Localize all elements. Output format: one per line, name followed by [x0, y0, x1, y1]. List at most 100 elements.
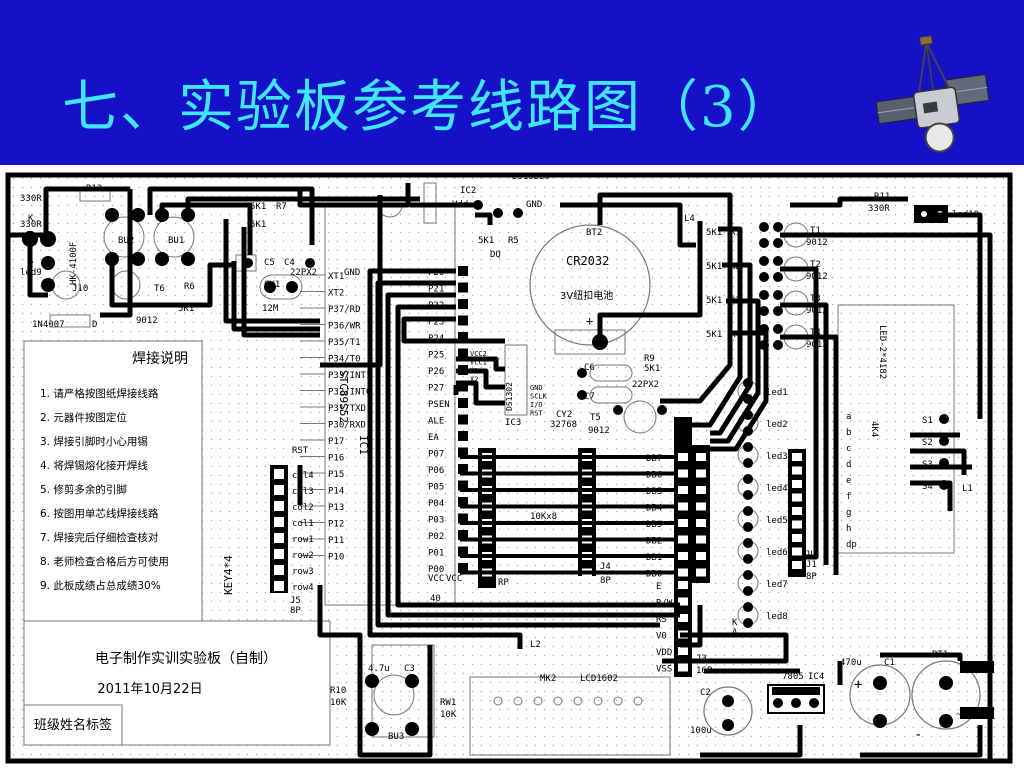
keypad-pin-pad	[274, 581, 284, 591]
transistor-pad	[759, 222, 769, 232]
c3-value: 4.7u	[368, 664, 390, 674]
display-segment-pad	[792, 547, 802, 556]
keypad-pin-label: row3	[292, 567, 314, 577]
transistor-pad	[773, 324, 783, 334]
digit-label: LED-2*4182	[877, 325, 887, 379]
bus-pad	[696, 486, 706, 494]
note-item: 7. 焊接完后仔细检查核对	[40, 531, 159, 544]
mcu-pin-label: P31/TXD	[328, 404, 366, 414]
display-segment-label: c	[846, 444, 851, 454]
mcu-pin-label: P27	[428, 384, 444, 394]
board-name: 电子制作实训实验板（自制）	[95, 651, 277, 667]
r8-value: 5K1	[250, 220, 266, 230]
led-label: led3	[766, 452, 788, 462]
bus-pad	[696, 535, 706, 544]
led-label: led1	[766, 388, 788, 398]
ds18b20-label: DS18B20	[512, 172, 550, 182]
mcu-pin-label: EA	[428, 433, 439, 443]
j10-label: J10	[72, 284, 88, 294]
note-item: 5. 修剪多余的引脚	[40, 483, 127, 496]
mcu-left-pins: XT1XT2P37/RDP36/WRP35/T1P34/T0P33/INT1P3…	[300, 272, 371, 563]
mcu-part: STC89S52	[337, 370, 350, 423]
mcu-pin-label: P05	[428, 483, 444, 493]
pcb-schematic: 焊接说明 1. 请严格按图纸焊接线路 2. 元器件按图定位 3. 焊接引脚时小心…	[0, 165, 1024, 768]
note-item: 6. 按图用单芯线焊接线路	[40, 507, 159, 520]
ds1302-pin-label: GND	[530, 384, 543, 392]
mcu-pin-pad	[458, 480, 468, 491]
r6-label: R6	[184, 282, 195, 292]
display-segment-pad	[792, 493, 802, 502]
display-segment-pad	[792, 466, 802, 475]
note-item: 8. 老师检查合格后方可使用	[40, 555, 169, 568]
led-pad	[743, 474, 753, 484]
mcu-pin-pad	[458, 464, 468, 474]
lcd-name: LCD1602	[580, 674, 618, 684]
c7-label: C7	[584, 392, 595, 402]
mcu-pin-label: PSEN	[428, 400, 450, 410]
mcu-pin-label: P34/T0	[328, 355, 361, 365]
led-label: led7	[766, 580, 788, 590]
r7-label: R7	[276, 202, 287, 212]
display-digit-pin-label: S2	[922, 438, 933, 448]
r5-label: R5	[508, 236, 519, 246]
mcu-pin-pad	[458, 431, 468, 441]
display-segment-pad	[792, 520, 802, 529]
c2-label: C2	[700, 688, 711, 698]
r5-value: 5K1	[478, 236, 494, 246]
display-segment-pad	[792, 561, 802, 569]
c1-label: C1	[884, 658, 895, 668]
ds1302-pin-label: VCC1	[470, 359, 487, 367]
mcu-pin-pad	[458, 381, 468, 392]
ic2-label: IC2	[460, 186, 476, 196]
bus-lines	[460, 455, 676, 575]
ds1302-pin-label: X2	[470, 376, 478, 384]
lcd-pin-pad	[678, 614, 688, 622]
bus-pad	[696, 469, 706, 478]
mcu-pin-label: P00	[428, 565, 444, 575]
minus-sign: -	[914, 727, 922, 743]
display-segment-pad	[792, 507, 802, 515]
mcu-pin-label: P11	[328, 536, 344, 546]
label-box: 电子制作实训实验板（自制） 2011年10月22日 班级姓名标签	[23, 620, 331, 746]
r10-value: 10K	[330, 698, 347, 708]
mcu-pin-pad	[458, 266, 468, 276]
display-segment-pad	[792, 534, 802, 542]
cy1-value: 12M	[262, 304, 279, 314]
l1-label: L1	[962, 484, 973, 494]
mcu-pin-label: P10	[328, 553, 344, 563]
bus-pad	[696, 502, 706, 511]
notes-box: 焊接说明 1. 请严格按图纸焊接线路 2. 元器件按图定位 3. 焊接引脚时小心…	[23, 340, 203, 622]
mcu-pin-label: XT2	[328, 289, 344, 299]
lcd-pin-pad	[678, 647, 688, 655]
keypad-name: KEY4*4	[222, 555, 235, 595]
mcu-pin-pad	[458, 447, 468, 458]
led-label: led8	[766, 612, 788, 622]
r7-value: 5K1	[250, 202, 266, 212]
display-segment-label: d	[846, 460, 851, 470]
d-label: D	[92, 320, 97, 330]
mcu-pin-pad	[458, 513, 468, 524]
r6-value: 5K1	[178, 304, 194, 314]
slide-header: 七、实验板参考线路图（3）	[0, 0, 1024, 165]
mcu-pin-pad	[458, 299, 468, 309]
keypad-pin-label: col2	[292, 503, 314, 513]
notes-title: 焊接说明	[132, 350, 188, 367]
mcu-pin-pad	[458, 530, 468, 540]
board-date: 2011年10月22日	[97, 682, 202, 697]
display-segment-pad	[792, 453, 802, 461]
dq-label: DQ	[490, 250, 501, 260]
c5-label: C5	[264, 258, 275, 268]
display-segment-label: b	[846, 428, 851, 438]
r9-label: R9	[644, 354, 655, 364]
display-digit-pin-label: S1	[922, 416, 933, 426]
keypad-pin-label: row2	[292, 551, 314, 561]
satellite-icon	[875, 35, 990, 153]
mcu-pin-pad	[458, 282, 468, 293]
transistor-pad	[773, 222, 783, 232]
ds1302-pin-label: SCLK	[530, 393, 548, 401]
mcu-j5: J5	[290, 596, 301, 606]
lcd-pin-label: VSS	[656, 665, 672, 675]
bus-pad	[678, 552, 688, 560]
c-val: 22PX2	[632, 380, 659, 390]
mcu-vcc-label: VCC	[428, 574, 444, 584]
